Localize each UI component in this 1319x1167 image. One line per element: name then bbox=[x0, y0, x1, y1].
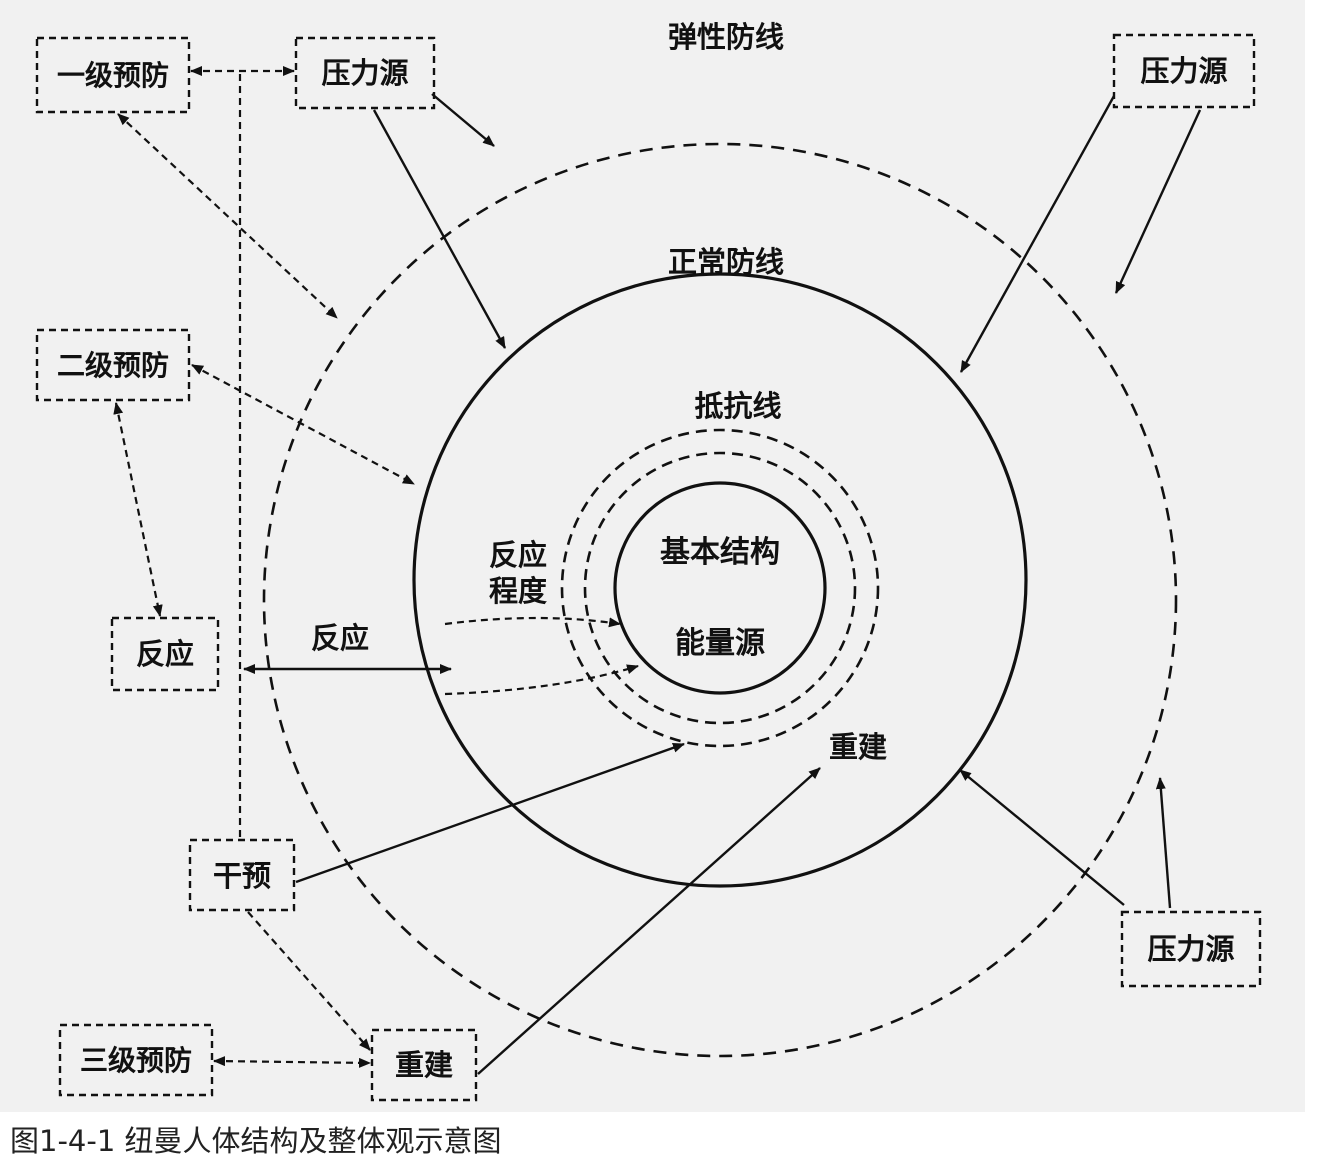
core-circle bbox=[613, 481, 827, 695]
intervention-label: 干预 bbox=[213, 859, 271, 893]
tertiary-prevention-label: 三级预防 bbox=[80, 1044, 192, 1077]
rebuild-box bbox=[370, 1028, 478, 1102]
stressor-bottom-right-to-flexible-arrow bbox=[1155, 777, 1172, 909]
secondary-prevention-label: 二级预防 bbox=[57, 349, 169, 382]
intervention-to-resistance-arrow bbox=[295, 742, 685, 884]
stressor-top-left-to-flexible-arrow bbox=[431, 93, 495, 147]
rebuild-inner-label: 重建 bbox=[829, 730, 887, 764]
resistance-line-ring-outer bbox=[560, 428, 880, 748]
stressor-bottom-right-to-normal-arrow bbox=[959, 769, 1125, 906]
primary-prevention-box bbox=[35, 36, 191, 114]
reaction-box-label: 反应 bbox=[136, 637, 194, 671]
flexible-line-ring bbox=[262, 142, 1178, 1058]
stressor-top-left-to-normal-arrow bbox=[372, 109, 507, 349]
rebuild-to-inner-arrow bbox=[477, 767, 821, 1075]
normal-line-ring bbox=[412, 272, 1028, 888]
tertiary-rebuild-link bbox=[213, 1056, 371, 1068]
intervention-box bbox=[188, 838, 296, 912]
reaction-box bbox=[110, 616, 220, 692]
stressor-top-left-box bbox=[294, 36, 436, 110]
stressor-top-right-to-flexible-arrow bbox=[1114, 109, 1202, 294]
stressor-bottom-right-label: 压力源 bbox=[1147, 932, 1234, 966]
resistance-line-ring-inner bbox=[583, 451, 857, 725]
core-label-energy: 能量源 bbox=[675, 626, 765, 661]
resistance-line-label: 抵抗线 bbox=[694, 389, 781, 423]
reaction-degree-label-line1: 反应 bbox=[489, 538, 547, 572]
core-label-structure: 基本结构 bbox=[660, 535, 780, 570]
neuman-systems-diagram: 弹性防线 正常防线 抵抗线 基本结构 能量源 反应 程度 反应 重建 一级预防 … bbox=[35, 20, 1262, 1102]
secondary-reaction-link bbox=[113, 402, 163, 617]
normal-line-label: 正常防线 bbox=[668, 245, 784, 279]
stressor-top-right-label: 压力源 bbox=[1140, 54, 1227, 88]
primary-prevention-label: 一级预防 bbox=[57, 59, 169, 92]
stressor-top-left-label: 压力源 bbox=[321, 56, 408, 90]
secondary-prevention-box bbox=[35, 328, 191, 402]
reaction-degree-label-line2: 程度 bbox=[489, 574, 547, 608]
tertiary-prevention-box bbox=[58, 1023, 214, 1097]
reaction-degree-arrow-2 bbox=[444, 664, 639, 696]
figure-caption: 图1-4-1 纽曼人体结构及整体观示意图 bbox=[10, 1124, 502, 1158]
stressor-top-right-to-normal-arrow bbox=[959, 95, 1116, 373]
stressor-top-right-box bbox=[1112, 33, 1256, 109]
intervention-rebuild-link bbox=[247, 911, 371, 1051]
stressor-bottom-right-box bbox=[1120, 910, 1262, 988]
reaction-arrow-label: 反应 bbox=[311, 621, 369, 655]
primary-prevention-arrow bbox=[117, 113, 338, 319]
reaction-degree-arrow-1 bbox=[444, 616, 621, 628]
flexible-line-label: 弹性防线 bbox=[668, 20, 784, 54]
rebuild-box-label: 重建 bbox=[395, 1048, 453, 1082]
secondary-prevention-arrow bbox=[191, 364, 415, 485]
